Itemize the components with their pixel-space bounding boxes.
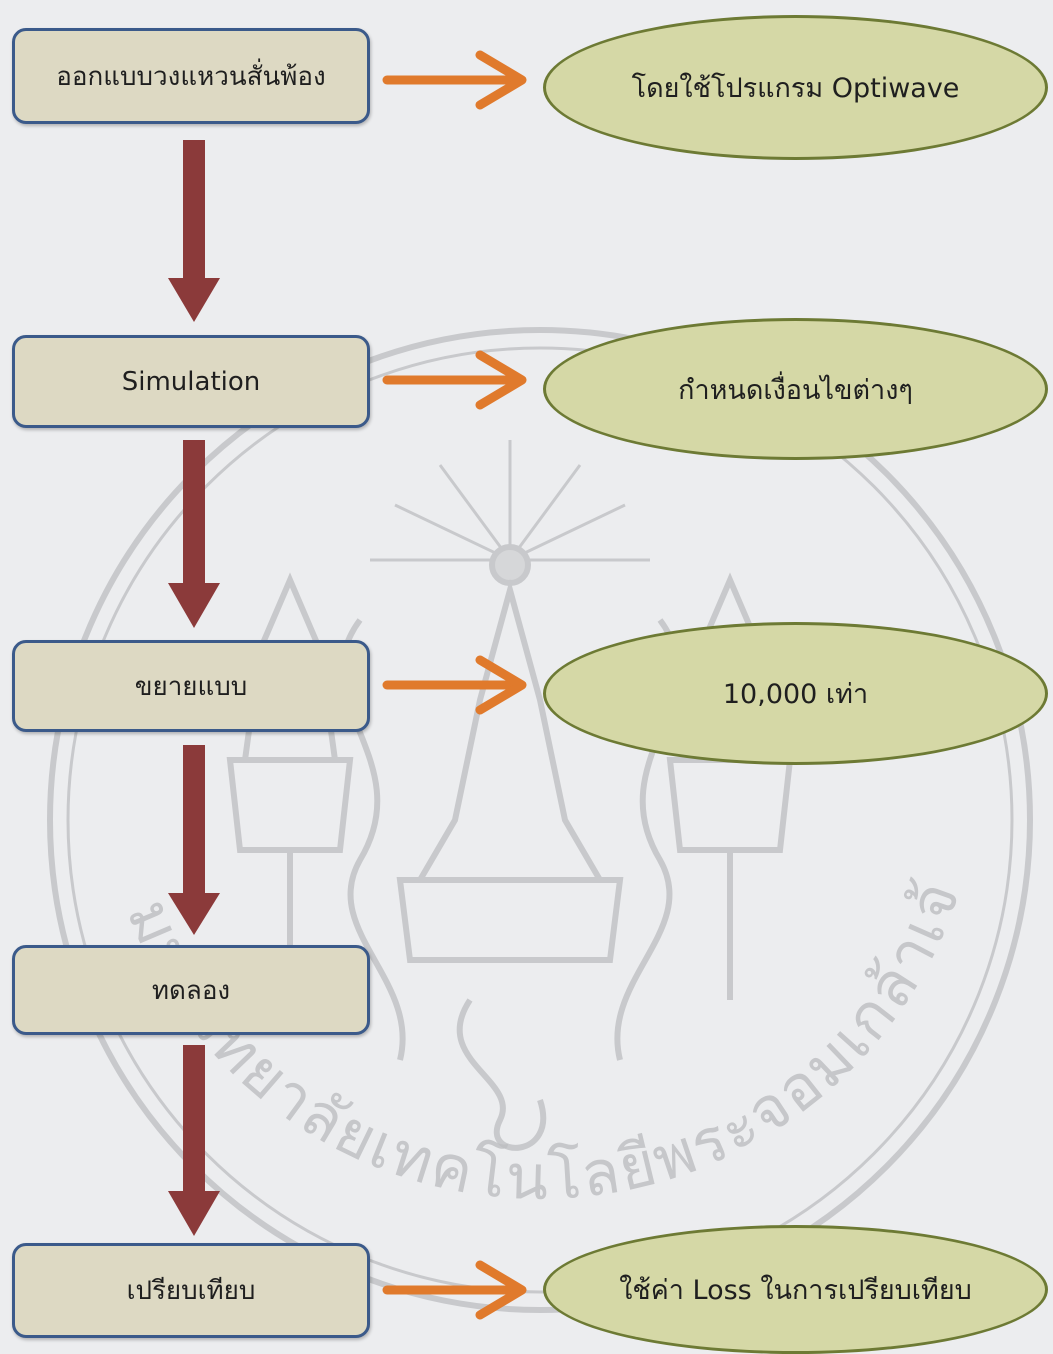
- note-scale-factor: 10,000 เท่า: [543, 622, 1048, 765]
- step-label: เปรียบเทียบ: [126, 1276, 256, 1306]
- note-loss-comparison: ใช้ค่า Loss ในการเปรียบเทียบ: [543, 1225, 1048, 1354]
- note-optiwave: โดยใช้โปรแกรม Optiwave: [543, 15, 1048, 160]
- step-scale-up: ขยายแบบ: [12, 640, 370, 732]
- step-label: ขยายแบบ: [134, 671, 248, 702]
- step-simulation: Simulation: [12, 335, 370, 428]
- step-design-ring-resonator: ออกแบบวงแหวนสั่นพ้อง: [12, 28, 370, 124]
- step-label: Simulation: [121, 366, 261, 397]
- note-label: กำหนดเงื่อนไขต่างๆ: [678, 374, 913, 406]
- step-label: ทดลอง: [151, 975, 231, 1006]
- note-label: ใช้ค่า Loss ในการเปรียบเทียบ: [619, 1275, 972, 1306]
- step-experiment: ทดลอง: [12, 945, 370, 1035]
- note-label: 10,000 เท่า: [722, 679, 869, 710]
- step-label: ออกแบบวงแหวนสั่นพ้อง: [56, 61, 326, 92]
- note-conditions: กำหนดเงื่อนไขต่างๆ: [543, 318, 1048, 460]
- step-compare: เปรียบเทียบ: [12, 1243, 370, 1338]
- note-label: โดยใช้โปรแกรม Optiwave: [631, 73, 960, 104]
